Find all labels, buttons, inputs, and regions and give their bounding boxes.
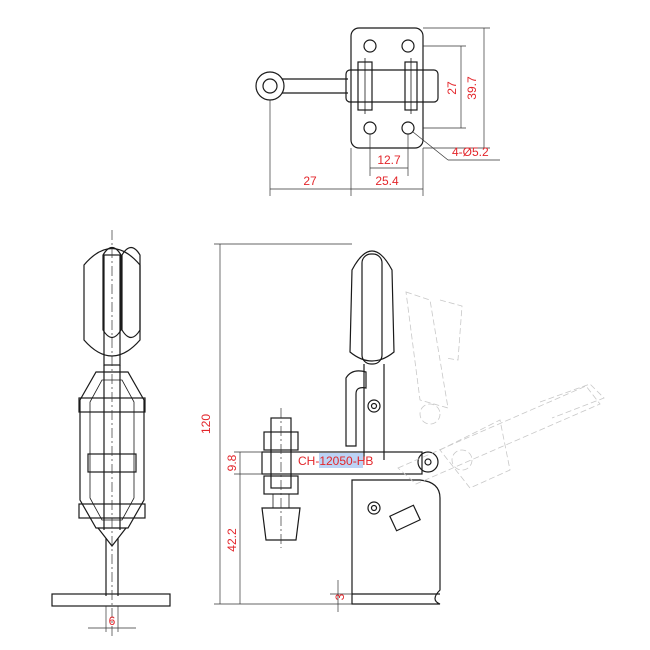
top-arm-block (345, 69, 439, 103)
label-highlight (319, 453, 363, 468)
open-position-ghost (397, 291, 605, 489)
dim-top-outer: 39.7 (465, 76, 479, 100)
dim-arm-length: 27 (303, 174, 317, 188)
side-base (51, 593, 171, 607)
dim-spindle-offset: 9.8 (225, 454, 239, 471)
side-frame-inner (89, 379, 135, 521)
dim-top-inner: 27 (445, 81, 459, 95)
dim-hole-spacing: 12.7 (377, 153, 401, 167)
dim-base-width: 25.4 (375, 174, 399, 188)
mount-hole-4 (401, 121, 415, 135)
dim-handle-width: 6 (109, 614, 116, 628)
dim-spindle-height: 42.2 (225, 528, 239, 552)
front-handle-core (361, 253, 383, 365)
mount-hole-2 (401, 39, 415, 53)
model-label: CH-12050-HB (298, 454, 373, 468)
front-body (351, 479, 441, 605)
dim-holes: 4-Ø5.2 (452, 145, 489, 159)
side-frame (79, 371, 145, 529)
front-arm-pivot (417, 451, 439, 473)
front-arm (261, 451, 423, 475)
side-handle-knurled (83, 248, 141, 357)
front-stop (389, 504, 421, 532)
front-handle-grip (349, 250, 395, 362)
front-link (345, 370, 367, 447)
top-base-plate (350, 27, 424, 149)
mount-hole-1 (363, 39, 377, 53)
side-view (51, 230, 171, 636)
mount-hole-3 (363, 121, 377, 135)
front-pivot-1 (367, 399, 381, 413)
dim-base-thickness: 3 (333, 593, 347, 600)
arm-eye-outer (255, 71, 285, 101)
front-pivot-2 (367, 501, 381, 515)
arm-eye-inner (262, 78, 278, 94)
side-handle-grip-right (121, 246, 141, 339)
top-view (255, 27, 500, 196)
front-view (214, 243, 605, 612)
front-pressure-tip (261, 507, 301, 541)
dim-total-height: 120 (199, 414, 213, 434)
